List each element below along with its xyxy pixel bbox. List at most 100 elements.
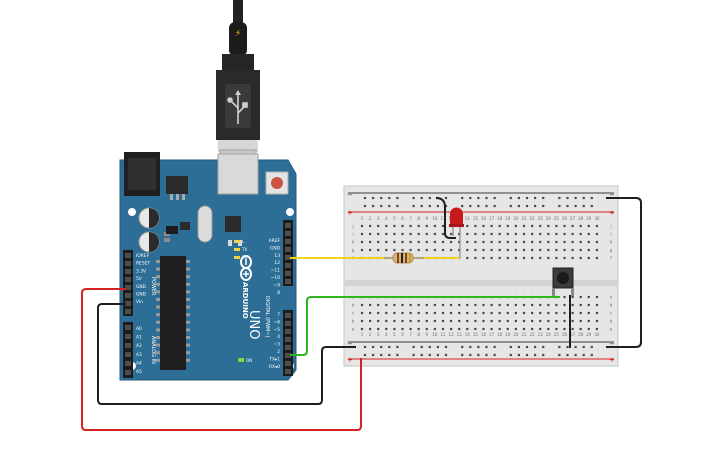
breadboard-hole[interactable] <box>566 345 569 349</box>
header-pin[interactable] <box>285 337 291 342</box>
breadboard-hole[interactable] <box>433 303 436 307</box>
breadboard-hole[interactable] <box>377 319 380 323</box>
breadboard-hole[interactable] <box>482 240 485 244</box>
breadboard-hole[interactable] <box>514 248 517 252</box>
breadboard-hole[interactable] <box>433 327 436 331</box>
breadboard-hole[interactable] <box>490 240 493 244</box>
breadboard-hole[interactable] <box>587 256 590 260</box>
breadboard-hole[interactable] <box>587 240 590 244</box>
breadboard-hole[interactable] <box>490 232 493 236</box>
breadboard-hole[interactable] <box>514 303 517 307</box>
breadboard-hole[interactable] <box>417 311 420 315</box>
breadboard-hole[interactable] <box>571 295 574 299</box>
breadboard-hole[interactable] <box>563 303 566 307</box>
breadboard-hole[interactable] <box>450 248 453 252</box>
breadboard-hole[interactable] <box>409 303 412 307</box>
header-pin[interactable] <box>285 239 291 244</box>
header-pin[interactable] <box>285 321 291 326</box>
breadboard-hole[interactable] <box>555 248 558 252</box>
breadboard-hole[interactable] <box>425 303 428 307</box>
header-pin[interactable] <box>285 353 291 358</box>
breadboard-hole[interactable] <box>458 303 461 307</box>
breadboard-hole[interactable] <box>396 196 399 200</box>
breadboard-hole[interactable] <box>417 319 420 323</box>
breadboard-hole[interactable] <box>531 256 534 260</box>
breadboard-hole[interactable] <box>590 353 593 357</box>
header-pin[interactable] <box>285 313 291 318</box>
breadboard-hole[interactable] <box>393 224 396 228</box>
breadboard-hole[interactable] <box>514 327 517 331</box>
breadboard-hole[interactable] <box>563 311 566 315</box>
breadboard-hole[interactable] <box>360 232 364 236</box>
breadboard-hole[interactable] <box>490 248 493 252</box>
breadboard-hole[interactable] <box>558 204 561 208</box>
breadboard-hole[interactable] <box>571 248 574 252</box>
header-pin[interactable] <box>125 309 131 314</box>
breadboard-hole[interactable] <box>393 311 396 315</box>
header-pin[interactable] <box>285 345 291 350</box>
breadboard-hole[interactable] <box>522 256 526 260</box>
breadboard-hole[interactable] <box>417 327 420 331</box>
breadboard-hole[interactable] <box>595 311 598 315</box>
breadboard-hole[interactable] <box>571 319 574 323</box>
breadboard-hole[interactable] <box>490 256 493 260</box>
breadboard-hole[interactable] <box>369 319 372 323</box>
breadboard-hole[interactable] <box>377 311 380 315</box>
breadboard-hole[interactable] <box>506 256 509 260</box>
breadboard-hole[interactable] <box>539 327 542 331</box>
breadboard-hole[interactable] <box>363 204 367 208</box>
breadboard-hole[interactable] <box>587 224 590 228</box>
breadboard-hole[interactable] <box>433 240 436 244</box>
breadboard-hole[interactable] <box>401 303 404 307</box>
breadboard-hole[interactable] <box>425 240 428 244</box>
breadboard-hole[interactable] <box>563 232 566 236</box>
breadboard-hole[interactable] <box>498 256 501 260</box>
breadboard-hole[interactable] <box>441 248 445 252</box>
breadboard-hole[interactable] <box>531 303 534 307</box>
breadboard-hole[interactable] <box>450 319 453 323</box>
breadboard-hole[interactable] <box>547 240 550 244</box>
breadboard-hole[interactable] <box>369 232 372 236</box>
breadboard-hole[interactable] <box>506 311 509 315</box>
breadboard-hole[interactable] <box>385 327 388 331</box>
breadboard-hole[interactable] <box>409 232 412 236</box>
breadboard-hole[interactable] <box>380 204 383 208</box>
breadboard-hole[interactable] <box>595 224 598 228</box>
breadboard-hole[interactable] <box>409 240 412 244</box>
breadboard-hole[interactable] <box>417 240 420 244</box>
breadboard-hole[interactable] <box>542 196 545 200</box>
breadboard-hole[interactable] <box>433 224 436 228</box>
breadboard-hole[interactable] <box>482 224 485 228</box>
breadboard-hole[interactable] <box>377 248 380 252</box>
breadboard-hole[interactable] <box>555 303 558 307</box>
breadboard-hole[interactable] <box>385 319 388 323</box>
breadboard-hole[interactable] <box>377 303 380 307</box>
breadboard-hole[interactable] <box>436 345 439 349</box>
breadboard-hole[interactable] <box>595 256 598 260</box>
breadboard-hole[interactable] <box>582 345 585 349</box>
breadboard-hole[interactable] <box>571 224 574 228</box>
breadboard-hole[interactable] <box>539 240 542 244</box>
breadboard-hole[interactable] <box>571 311 574 315</box>
breadboard-hole[interactable] <box>474 311 477 315</box>
breadboard-hole[interactable] <box>566 353 569 357</box>
breadboard-hole[interactable] <box>450 327 453 331</box>
breadboard-hole[interactable] <box>369 327 372 331</box>
breadboard-hole[interactable] <box>498 224 501 228</box>
breadboard-hole[interactable] <box>525 353 529 357</box>
breadboard-hole[interactable] <box>425 224 428 228</box>
breadboard-hole[interactable] <box>595 295 598 299</box>
breadboard-hole[interactable] <box>514 256 517 260</box>
breadboard-hole[interactable] <box>547 319 550 323</box>
breadboard-hole[interactable] <box>531 311 534 315</box>
breadboard-hole[interactable] <box>466 232 469 236</box>
breadboard-hole[interactable] <box>498 240 501 244</box>
breadboard-hole[interactable] <box>363 345 367 349</box>
breadboard-hole[interactable] <box>522 224 526 228</box>
breadboard-hole[interactable] <box>425 311 428 315</box>
breadboard-hole[interactable] <box>388 204 391 208</box>
breadboard-hole[interactable] <box>482 327 485 331</box>
breadboard-hole[interactable] <box>450 311 453 315</box>
breadboard-hole[interactable] <box>485 353 488 357</box>
breadboard-hole[interactable] <box>369 311 372 315</box>
